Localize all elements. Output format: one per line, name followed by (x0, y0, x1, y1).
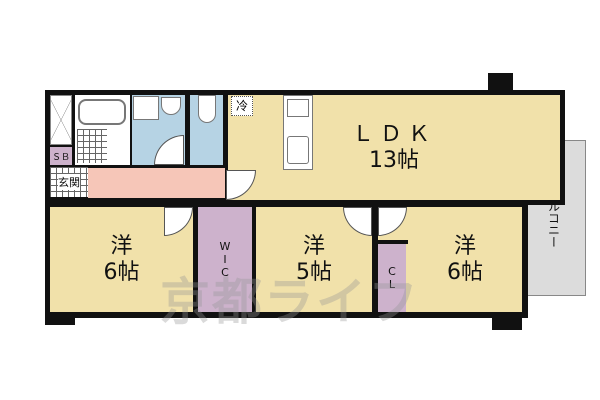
washer-icon (133, 96, 159, 120)
watermark: 京都ライフ (160, 273, 420, 331)
entrance-label: 玄関 (58, 174, 80, 190)
bathtub-icon (78, 99, 126, 125)
closet: CL (378, 244, 406, 312)
ldk-size: 13帖 (369, 147, 419, 173)
shoe-box: ＳＢ (50, 147, 72, 165)
fridge: 冷 (231, 96, 253, 116)
toilet-icon (198, 95, 216, 123)
door (154, 135, 184, 165)
western-room-middle: 洋 5帖 (256, 207, 372, 312)
washroom (132, 95, 185, 165)
bath-floor (77, 129, 107, 163)
sink-icon (161, 97, 181, 115)
hallway (88, 168, 225, 198)
pillar (488, 73, 513, 98)
stove-icon (287, 99, 309, 117)
walk-in-closet: WIC (198, 207, 252, 312)
ldk-name: ＬＤＫ (351, 121, 436, 147)
bathroom (75, 95, 130, 165)
sink-icon (287, 136, 309, 164)
storage-closet (50, 95, 72, 145)
toilet (190, 95, 223, 165)
entrance: 玄関 (50, 167, 88, 197)
ldk: ＬＤＫ 13帖 (228, 95, 560, 200)
kitchen-counter (283, 95, 313, 170)
closet-wall (378, 240, 408, 244)
